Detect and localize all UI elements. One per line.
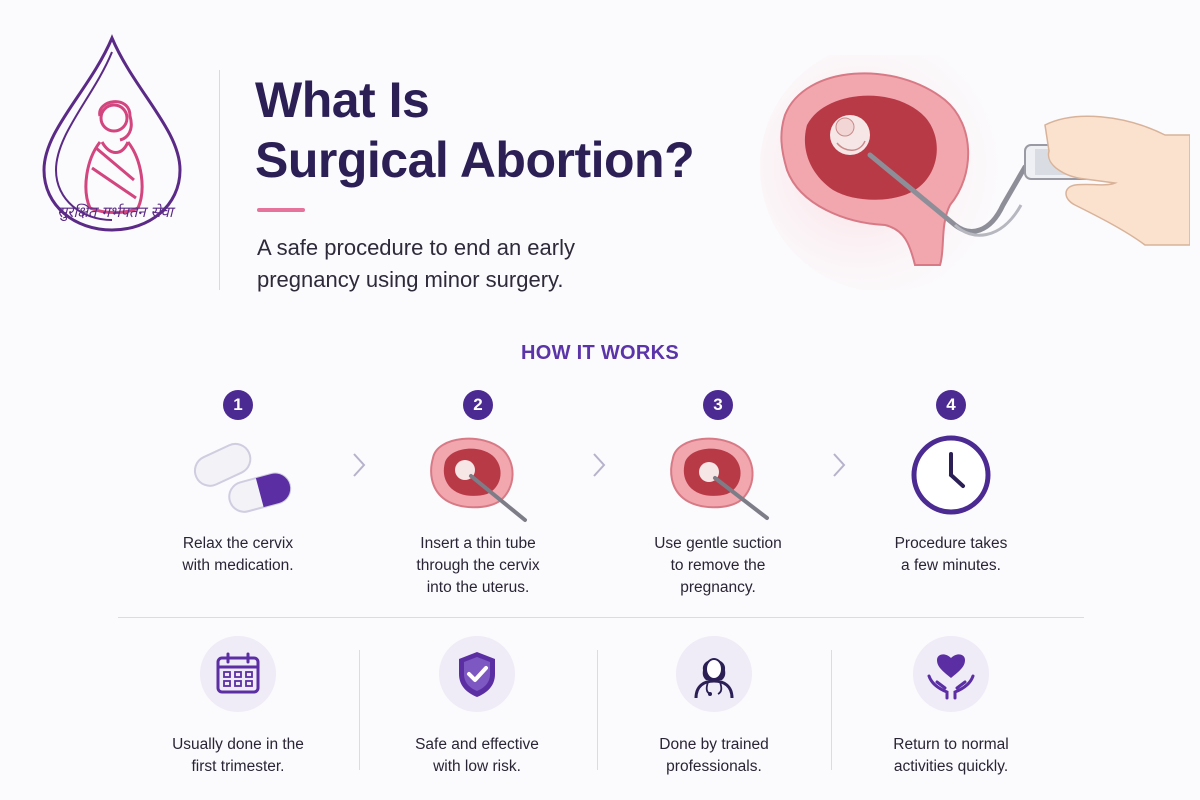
step-number-badge: 4 (936, 390, 966, 420)
step-text-line: through the cervix (416, 557, 540, 574)
step-card-1: 1 Relax the cervix with medication. (138, 390, 338, 577)
step-text-line: with medication. (182, 557, 294, 574)
feature-text-line: Return to normal (893, 736, 1009, 753)
step-number-badge: 3 (703, 390, 733, 420)
step-text-line: into the uterus. (426, 579, 530, 596)
heart-hands-icon (927, 654, 975, 700)
uterus-tube-icon (430, 437, 527, 522)
uterus-syringe-illustration (760, 55, 1190, 290)
uterus-suction-icon (670, 437, 769, 520)
subtitle-line-1: A safe procedure to end an early (257, 235, 575, 260)
pills-icon (193, 442, 292, 513)
feature-card-1: Usually done in the first trimester. (138, 636, 338, 778)
doctor-icon (694, 658, 734, 699)
chevron-right-icon (833, 453, 846, 477)
feature-text-line: first trimester. (191, 758, 285, 775)
calendar-icon (216, 652, 260, 694)
section-heading: HOW IT WORKS (520, 342, 680, 364)
feature-text-line: activities quickly. (893, 758, 1009, 775)
feature-text-line: with low risk. (433, 758, 521, 775)
feature-description: Return to normal activities quickly. (851, 734, 1051, 778)
step-description: Procedure takes a few minutes. (851, 533, 1051, 577)
logo-icon (42, 34, 182, 232)
step-number-badge: 1 (223, 390, 253, 420)
step-text-line: Use gentle suction (654, 535, 782, 552)
feature-icon-circle (913, 636, 989, 712)
feature-icon-circle (439, 636, 515, 712)
feature-card-3: Done by trained professionals. (614, 636, 814, 778)
step-text-line: a few minutes. (901, 557, 1001, 574)
section-divider (118, 617, 1084, 618)
step-description: Relax the cervix with medication. (138, 533, 338, 577)
subtitle-line-2: pregnancy using minor surgery. (257, 267, 564, 292)
step-text-line: Relax the cervix (182, 535, 294, 552)
clock-icon (911, 435, 991, 515)
title-line-1: What Is (255, 72, 430, 128)
step-text-line: to remove the (670, 557, 766, 574)
feature-text-line: Done by trained (659, 736, 769, 753)
feature-description: Safe and effective with low risk. (377, 734, 577, 778)
step-description: Insert a thin tube through the cervix in… (378, 533, 578, 599)
step-text-line: Insert a thin tube (420, 535, 536, 552)
feature-divider (359, 650, 360, 770)
header-divider (219, 70, 220, 290)
chevron-right-icon (593, 453, 606, 477)
step-text-line: pregnancy. (680, 579, 756, 596)
page-title: What Is Surgical Abortion? (255, 70, 775, 190)
step-number-badge: 2 (463, 390, 493, 420)
feature-divider (597, 650, 598, 770)
feature-text-line: professionals. (666, 758, 762, 775)
feature-card-4: Return to normal activities quickly. (851, 636, 1051, 778)
step-card-3: 3 Use gentle suction to remove the pregn… (618, 390, 818, 599)
step-card-2: 2 Insert a thin tube through the cervix … (378, 390, 578, 599)
page-subtitle: A safe procedure to end an early pregnan… (257, 232, 697, 296)
feature-description: Done by trained professionals. (614, 734, 814, 778)
shield-check-icon (459, 652, 495, 697)
feature-icon-circle (200, 636, 276, 712)
chevron-right-icon (353, 453, 366, 477)
title-line-2: Surgical Abortion? (255, 132, 695, 188)
feature-text-line: Usually done in the (172, 736, 304, 753)
feature-text-line: Safe and effective (415, 736, 539, 753)
feature-icon-circle (676, 636, 752, 712)
step-card-4: 4 Procedure takes a few minutes. (851, 390, 1051, 577)
title-accent-bar (257, 208, 305, 212)
feature-divider (831, 650, 832, 770)
logo-tagline: सुरक्षित गर्भपतन सेवा (57, 203, 173, 221)
feature-card-2: Safe and effective with low risk. (377, 636, 577, 778)
feature-description: Usually done in the first trimester. (138, 734, 338, 778)
step-description: Use gentle suction to remove the pregnan… (618, 533, 818, 599)
step-text-line: Procedure takes (894, 535, 1008, 552)
